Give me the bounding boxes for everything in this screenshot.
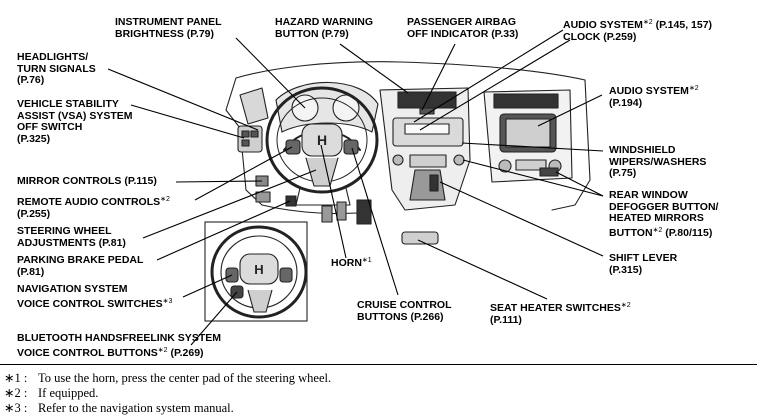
label-headlights-turn-signals: HEADLIGHTS/ TURN SIGNALS (P.76) [17, 51, 96, 86]
label-steering-wheel-adjustments: STEERING WHEEL ADJUSTMENTS (P.81) [17, 225, 126, 249]
label-audio-system-nav: AUDIO SYSTEM∗2 (P.194) [609, 85, 699, 109]
label-vsa-off-switch: VEHICLE STABILITY ASSIST (VSA) SYSTEM OF… [17, 98, 133, 145]
label-navigation-voice-switches: NAVIGATION SYSTEM VOICE CONTROL SWITCHES… [17, 283, 173, 310]
label-shift-lever: SHIFT LEVER (P.315) [609, 252, 678, 276]
shift-lever [409, 169, 446, 201]
inset-steering-wheel [210, 225, 308, 319]
cruise-buttons [343, 139, 359, 155]
label-bluetooth-handsfreelink: BLUETOOTH HANDSFREELINK SYSTEM VOICE CON… [17, 332, 221, 359]
label-cruise-control-buttons: CRUISE CONTROL BUTTONS (P.266) [357, 299, 452, 323]
steering-hub [301, 123, 343, 157]
footnote-divider [0, 364, 757, 365]
vsa-switch-panel [237, 125, 263, 153]
label-seat-heater-switches: SEAT HEATER SWITCHES∗2 (P.111) [490, 302, 631, 326]
parking-brake-pedal [285, 195, 297, 207]
dashboard-outline [235, 61, 586, 81]
label-windshield-wipers: WINDSHIELD WIPERS/WASHERS (P.75) [609, 144, 707, 179]
defogger-buttons [539, 167, 559, 177]
svg-text:H: H [317, 132, 327, 148]
footnote-2: ∗2 :If equipped. [4, 386, 99, 400]
footnote-1: ∗1 :To use the horn, press the center pa… [4, 371, 332, 385]
label-hazard-warning-button: HAZARD WARNING BUTTON (P.79) [275, 16, 373, 40]
label-audio-system-clock: AUDIO SYSTEM∗2 (P.145, 157) CLOCK (P.259… [563, 19, 713, 43]
seat-heater-switches [401, 231, 439, 245]
footnote-3: ∗3 :Refer to the navigation system manua… [4, 401, 234, 415]
svg-text:H: H [254, 262, 263, 277]
label-passenger-airbag-indicator: PASSENGER AIRBAG OFF INDICATOR (P.33) [407, 16, 519, 40]
label-remote-audio-controls: REMOTE AUDIO CONTROLS∗2 (P.255) [17, 196, 170, 220]
left-vent [239, 87, 269, 125]
label-instrument-panel-brightness: INSTRUMENT PANEL BRIGHTNESS (P.79) [115, 16, 222, 40]
label-rear-defogger-heated-mirrors: REAR WINDOW DEFOGGER BUTTON/ HEATED MIRR… [609, 189, 719, 239]
dashboard-illustration: H H [107, 29, 604, 346]
label-horn: HORN∗1 [331, 257, 372, 269]
steering-wheel [265, 86, 379, 194]
remote-audio-buttons [285, 139, 301, 155]
label-parking-brake-pedal: PARKING BRAKE PEDAL (P.81) [17, 254, 144, 278]
label-mirror-controls: MIRROR CONTROLS (P.115) [17, 175, 157, 187]
